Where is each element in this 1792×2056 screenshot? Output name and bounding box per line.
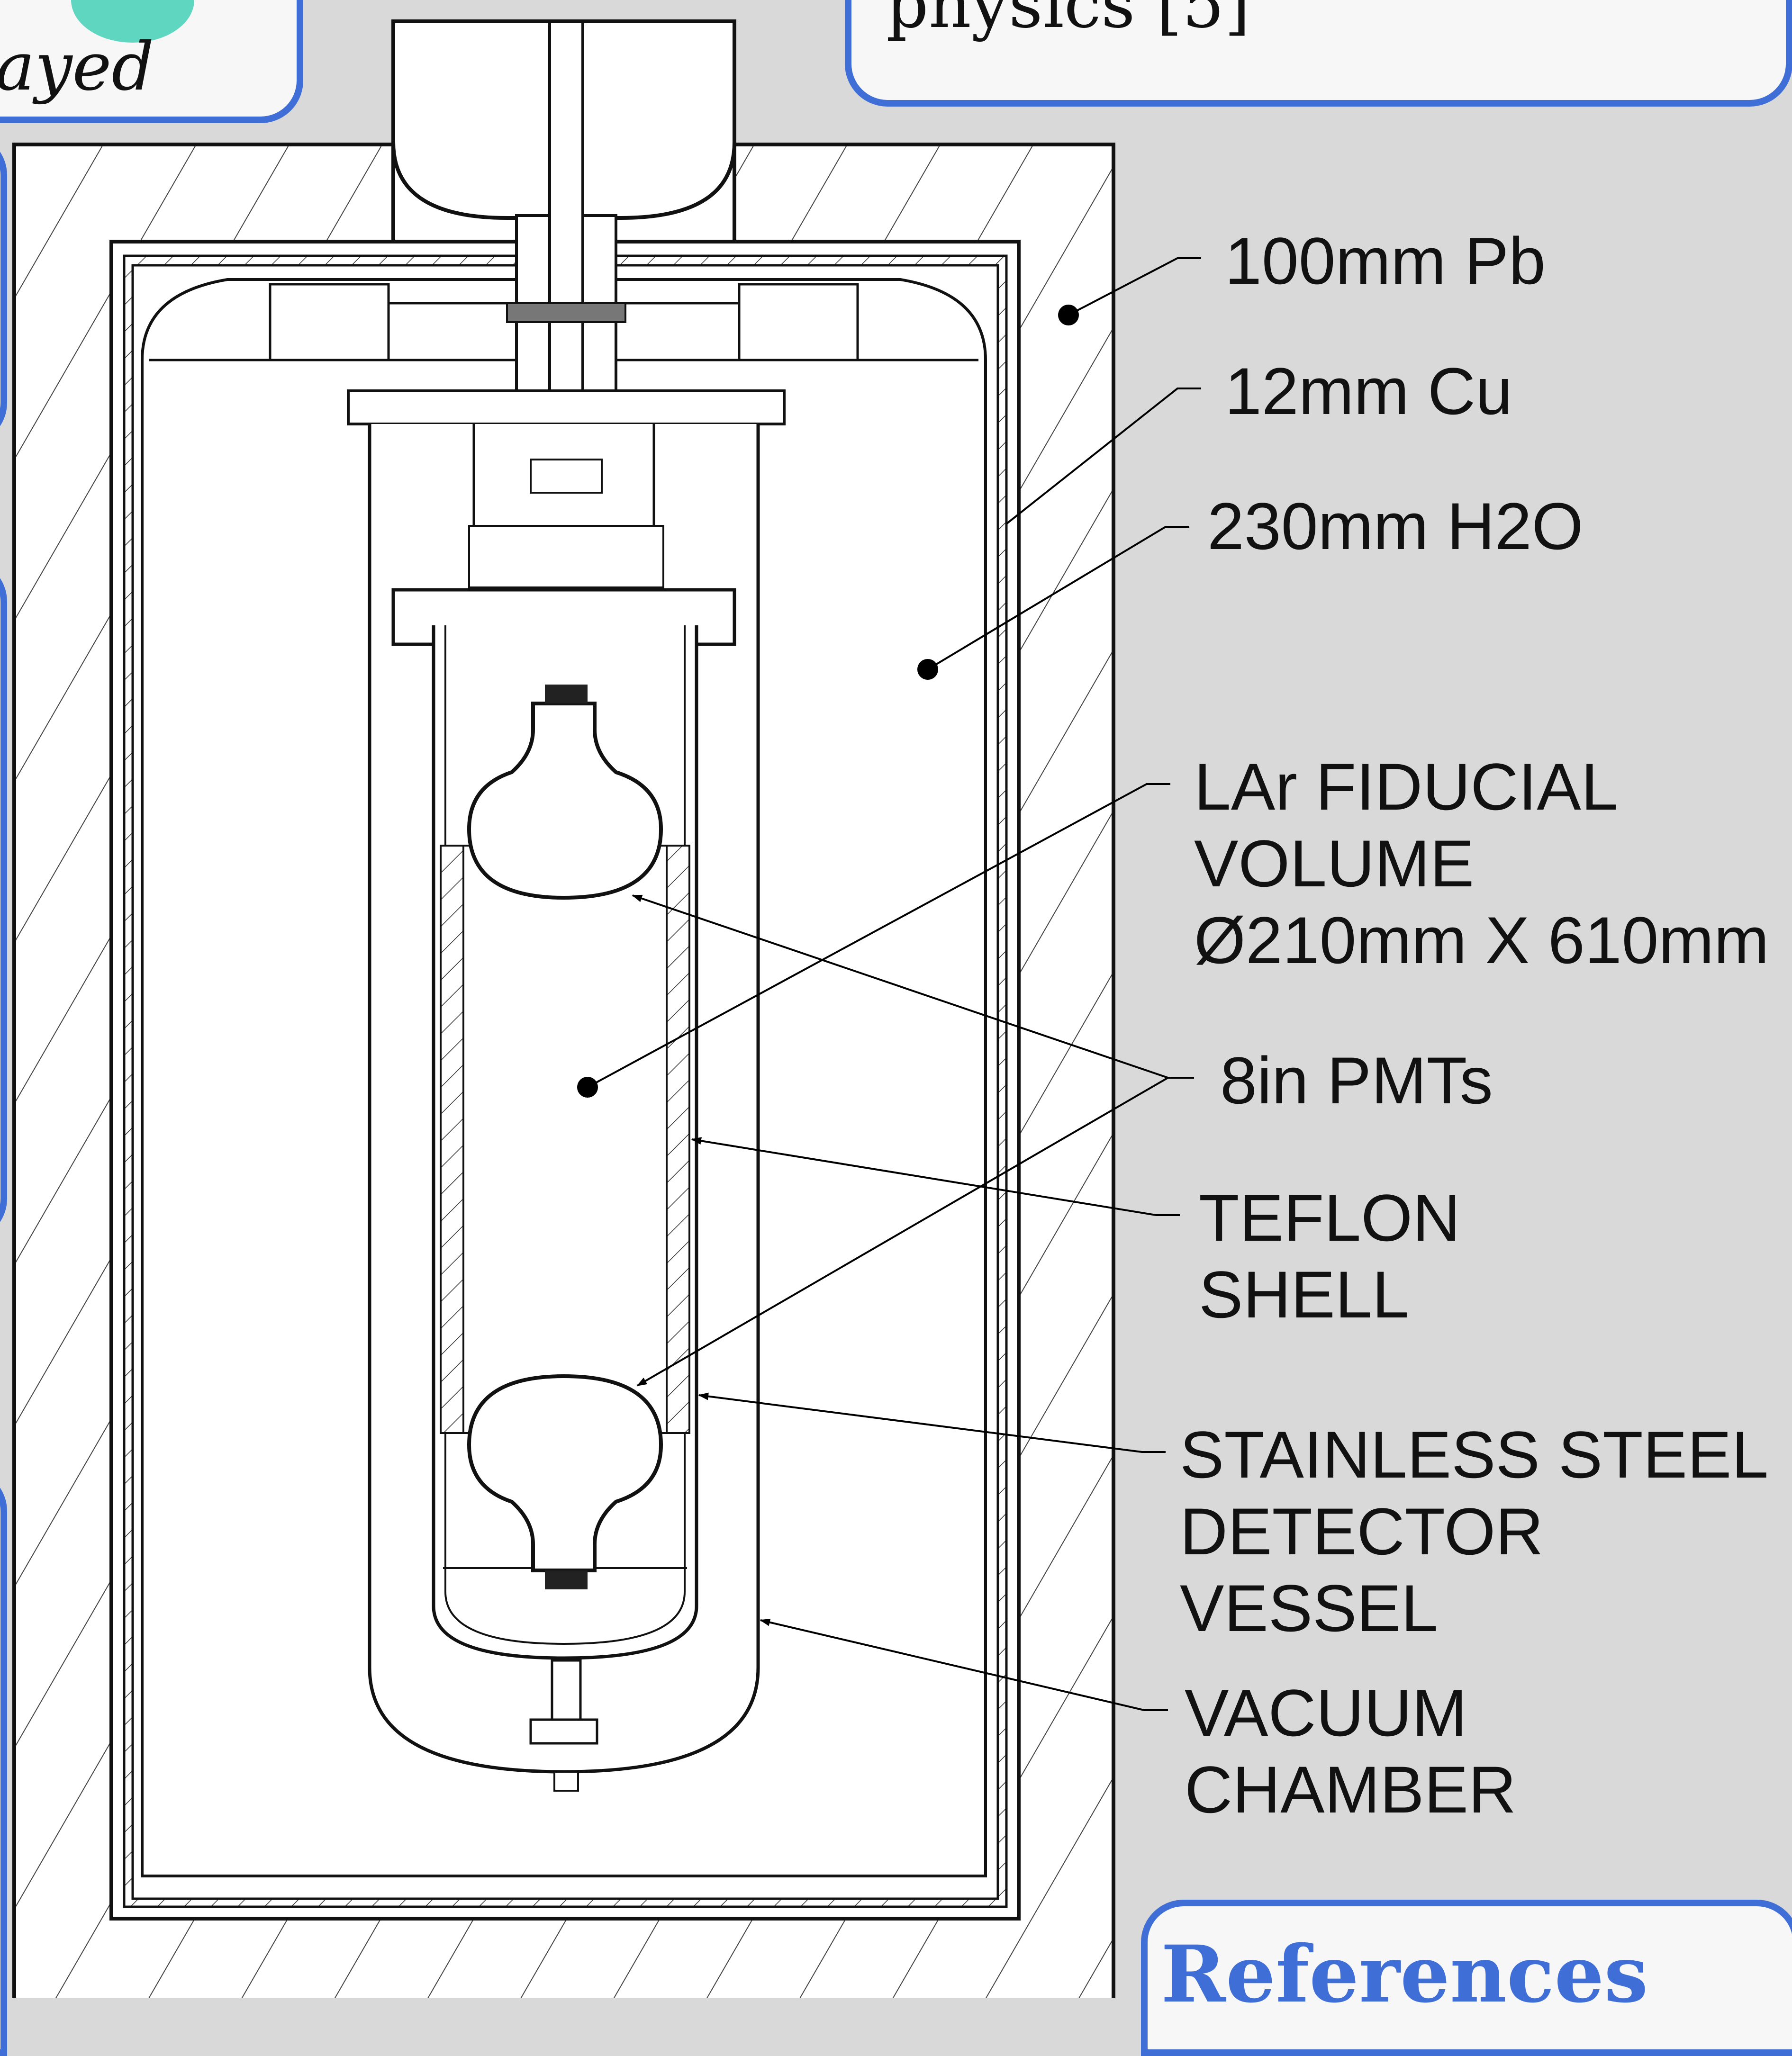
leader-steel xyxy=(698,1392,1166,1453)
label-teflon-line1: TEFLON xyxy=(1199,1181,1461,1255)
leader-lines xyxy=(587,257,1201,1711)
leader-teflon xyxy=(691,1137,1180,1216)
leader-h2o xyxy=(927,526,1189,670)
label-lar-fiducial: LAr FIDUCIAL VOLUME Ø210mm X 610mm xyxy=(1194,748,1769,979)
label-steel-line2: DETECTOR xyxy=(1180,1494,1544,1569)
bottom-feedthrough xyxy=(529,1659,598,1792)
label-vacuum-chamber: VACUUM CHAMBER xyxy=(1185,1675,1516,1828)
detector-cross-section xyxy=(12,19,1201,1998)
physics-panel-text: physics [5] xyxy=(886,0,1250,43)
leader-pb xyxy=(1068,257,1201,316)
leader-vacuum xyxy=(760,1618,1168,1711)
intro-panel-text: ayed xyxy=(0,28,154,106)
leader-lar xyxy=(587,783,1170,1088)
label-copper: 12mm Cu xyxy=(1225,354,1512,428)
leader-cu xyxy=(1006,388,1201,524)
bottom-pmt xyxy=(467,1374,663,1589)
left-panel-edge-2 xyxy=(0,559,7,1241)
label-steel-line3: VESSEL xyxy=(1180,1571,1438,1645)
label-lar-line1: LAr FIDUCIAL xyxy=(1194,749,1618,824)
physics-panel xyxy=(845,0,1792,107)
leader-pmt-bottom xyxy=(636,1077,1169,1387)
left-panel-edge-1 xyxy=(0,133,7,445)
top-pmt xyxy=(467,685,663,900)
label-teflon-shell: TEFLON SHELL xyxy=(1199,1180,1460,1333)
label-vacuum-line1: VACUUM xyxy=(1185,1676,1467,1750)
label-lead: 100mm Pb xyxy=(1225,224,1546,298)
label-steel-line1: STAINLESS STEEL xyxy=(1180,1417,1769,1492)
label-steel-vessel: STAINLESS STEEL DETECTOR VESSEL xyxy=(1180,1416,1768,1647)
label-teflon-line2: SHELL xyxy=(1199,1257,1409,1332)
label-water: 230mm H2O xyxy=(1207,489,1584,563)
label-lar-line3: Ø210mm X 610mm xyxy=(1194,903,1769,977)
label-pmts: 8in PMTs xyxy=(1220,1043,1493,1118)
label-lar-line2: VOLUME xyxy=(1194,826,1475,901)
label-vacuum-line2: CHAMBER xyxy=(1185,1752,1517,1827)
